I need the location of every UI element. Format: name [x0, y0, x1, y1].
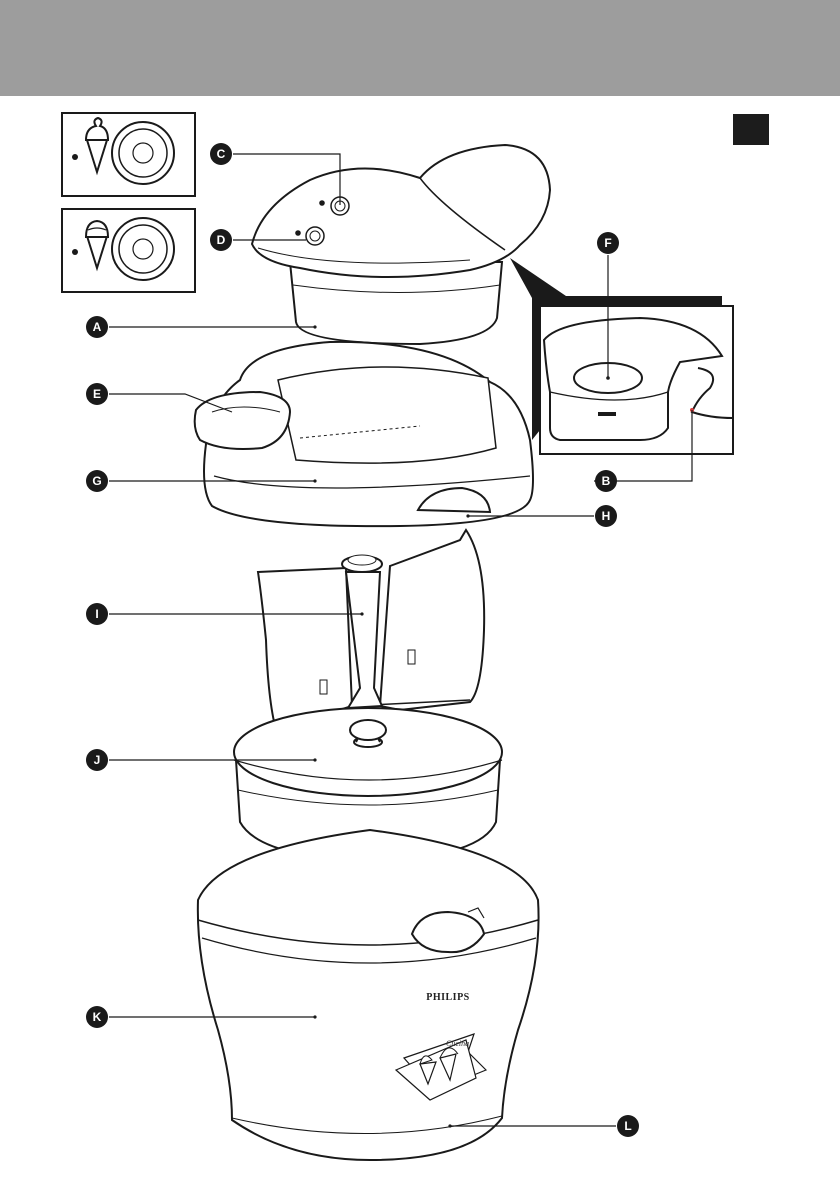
callout-j-label: J — [94, 753, 101, 767]
callout-e: E — [86, 383, 108, 405]
callout-b: B — [595, 470, 617, 492]
setting-inset-c — [62, 113, 195, 196]
callout-j: J — [86, 749, 108, 771]
callout-d: D — [210, 229, 232, 251]
callout-e-label: E — [93, 387, 101, 401]
motor-unit-a — [252, 145, 550, 344]
callout-c-label: C — [217, 147, 226, 161]
setting-inset-d — [62, 209, 195, 292]
callout-i: I — [86, 603, 108, 625]
housing-g — [195, 342, 533, 526]
callout-f-label: F — [604, 236, 611, 250]
callout-l-label: L — [624, 1119, 631, 1133]
callout-l: L — [617, 1115, 639, 1137]
callout-f: F — [597, 232, 619, 254]
callout-k-label: K — [93, 1010, 102, 1024]
callout-c: C — [210, 143, 232, 165]
detail-inset-underside — [510, 258, 733, 454]
sub-brand-label: Cucina — [446, 1039, 469, 1048]
callout-b-label: B — [602, 474, 611, 488]
ice-bowl-k: PHILIPS Cucina — [198, 830, 539, 1160]
callout-k: K — [86, 1006, 108, 1028]
callout-a: A — [86, 316, 108, 338]
stirring-paddle-i — [258, 530, 484, 730]
callout-g-label: G — [92, 474, 101, 488]
callout-h: H — [595, 505, 617, 527]
callout-d-label: D — [217, 233, 226, 247]
callout-i-label: I — [95, 607, 98, 621]
callout-a-label: A — [93, 320, 102, 334]
callout-h-label: H — [602, 509, 611, 523]
brand-logo: PHILIPS — [426, 992, 470, 1003]
callout-g: G — [86, 470, 108, 492]
